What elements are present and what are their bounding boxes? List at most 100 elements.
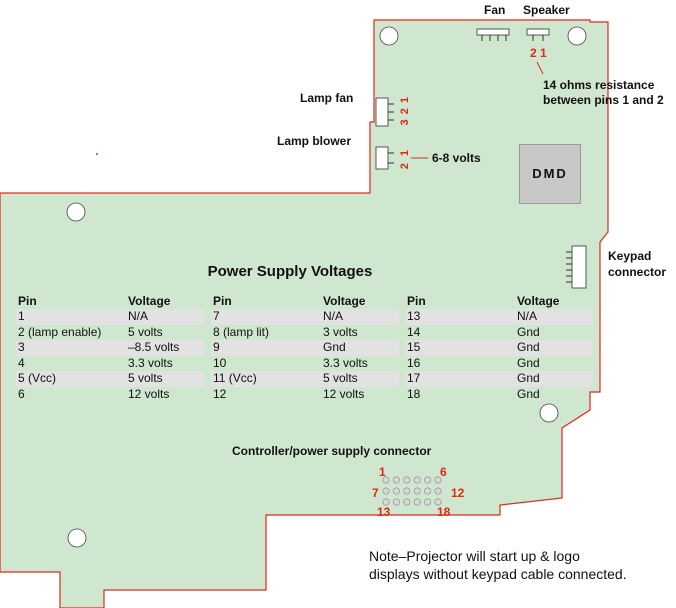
table-row: 6 12 volts — [16, 387, 204, 403]
table-row: 14 Gnd — [405, 325, 593, 341]
note-line2: displays without keypad cable connected. — [369, 566, 627, 582]
connector-pin — [392, 487, 400, 495]
connector-pin — [403, 476, 411, 484]
controller-connector-pins — [382, 476, 442, 506]
pin-cell: 3 — [18, 340, 25, 354]
table-row: 5 (Vcc) 5 volts — [16, 371, 204, 387]
voltage-cell: Gnd — [517, 355, 540, 370]
voltage-cell: 3.3 volts — [323, 355, 368, 370]
keypad-label-line1: Keypad — [608, 249, 652, 263]
table-header: Pin Voltage — [405, 294, 593, 309]
fan-connector — [476, 28, 510, 41]
voltage-cell: N/A — [517, 309, 538, 323]
connector-pin — [403, 498, 411, 506]
pin-cell: 12 — [213, 386, 227, 401]
pin-cell: 15 — [407, 340, 421, 354]
connector-pin — [434, 498, 442, 506]
connector-pin — [424, 498, 432, 506]
pin-6-label: 6 — [440, 465, 447, 479]
voltage-cell: N/A — [128, 309, 149, 323]
voltage-cell: 3.3 volts — [128, 355, 173, 370]
fan-label: Fan — [484, 3, 506, 17]
note-line1: Note–Projector will start up & logo — [369, 548, 580, 564]
mounting-hole — [379, 26, 399, 46]
header-voltage: Voltage — [517, 294, 560, 308]
voltage-cell: Gnd — [323, 340, 346, 354]
pin-1-label: 1 — [379, 465, 386, 479]
mounting-hole — [66, 202, 86, 222]
connector-pin — [392, 476, 400, 484]
lamp-blower-voltage: 6-8 volts — [432, 151, 481, 165]
table-row: 10 3.3 volts — [211, 356, 399, 372]
voltage-cell: 12 volts — [128, 386, 170, 401]
keypad-connector-label: Keypad connector — [608, 248, 666, 280]
table-row: 9 Gnd — [211, 340, 399, 356]
voltage-cell: Gnd — [517, 371, 540, 385]
header-pin: Pin — [407, 294, 426, 308]
voltage-cell: 3 volts — [323, 324, 358, 339]
pin-cell: 18 — [407, 386, 421, 401]
speaker-label: Speaker — [523, 3, 570, 17]
voltage-cell: Gnd — [517, 324, 540, 339]
lamp-blower-pin-numbers: 2 1 — [399, 148, 411, 170]
controller-connector-label: Controller/power supply connector — [232, 444, 432, 458]
voltage-cell: –8.5 volts — [128, 340, 180, 354]
table-row: 17 Gnd — [405, 371, 593, 387]
table-row: 2 (lamp enable)5 volts — [16, 325, 204, 341]
pin-12-label: 12 — [451, 486, 465, 500]
connector-pin — [413, 476, 421, 484]
table-row: 16 Gnd — [405, 356, 593, 372]
connector-pin — [413, 487, 421, 495]
mounting-hole — [67, 528, 87, 548]
board-dot — [96, 153, 98, 155]
pin-cell: 2 (lamp enable) — [18, 324, 102, 339]
pin-cell: 6 — [18, 386, 25, 401]
pin-cell: 11 (Vcc) — [213, 371, 257, 385]
pin-18-label: 18 — [437, 505, 451, 519]
speaker-connector — [526, 28, 550, 75]
header-pin: Pin — [18, 294, 37, 308]
table-row: 3 –8.5 volts — [16, 340, 204, 356]
voltage-cell: Gnd — [517, 340, 540, 354]
pin-cell: 17 — [407, 371, 421, 385]
lamp-fan-pin-numbers: 3 2 1 — [399, 96, 411, 126]
pin-cell: 1 — [18, 309, 25, 323]
speaker-pin-numbers: 2 1 — [530, 46, 547, 60]
connector-pin — [434, 476, 442, 484]
pin-cell: 10 — [213, 355, 227, 370]
keypad-label-line2: connector — [608, 265, 667, 279]
voltage-cell: N/A — [323, 309, 344, 323]
table-row: 11 (Vcc)5 volts — [211, 371, 399, 387]
pin-cell: 16 — [407, 355, 421, 370]
connector-pin — [392, 498, 400, 506]
voltage-cell: 5 volts — [128, 371, 163, 385]
pin-13-label: 13 — [377, 505, 391, 519]
speaker-resistance-line2: between pins 1 and 2 — [543, 93, 664, 107]
speaker-resistance-note: 14 ohms resistance between pins 1 and 2 — [543, 78, 664, 108]
pin-cell: 14 — [407, 324, 421, 339]
note: Note–Projector will start up & logo disp… — [369, 547, 669, 583]
connector-pin — [413, 498, 421, 506]
dmd-chip: DMD — [519, 144, 581, 204]
pin-7-label: 7 — [372, 486, 379, 500]
table-header: Pin Voltage — [16, 294, 204, 309]
lamp-blower-label: Lamp blower — [277, 134, 352, 148]
pin-cell: 9 — [213, 340, 220, 354]
table-row: 4 3.3 volts — [16, 356, 204, 372]
connector-pin — [434, 487, 442, 495]
pin-cell: 5 (Vcc) — [18, 371, 57, 385]
lamp-blower-connector — [375, 146, 428, 170]
power-table-title: Power Supply Voltages — [207, 263, 373, 280]
pin-cell: 4 — [18, 355, 25, 370]
header-voltage: Voltage — [128, 294, 171, 308]
connector-pin — [424, 476, 432, 484]
mounting-hole — [539, 403, 559, 423]
lamp-fan-connector — [375, 97, 394, 127]
header-pin: Pin — [213, 294, 232, 308]
table-row: 15 Gnd — [405, 340, 593, 356]
